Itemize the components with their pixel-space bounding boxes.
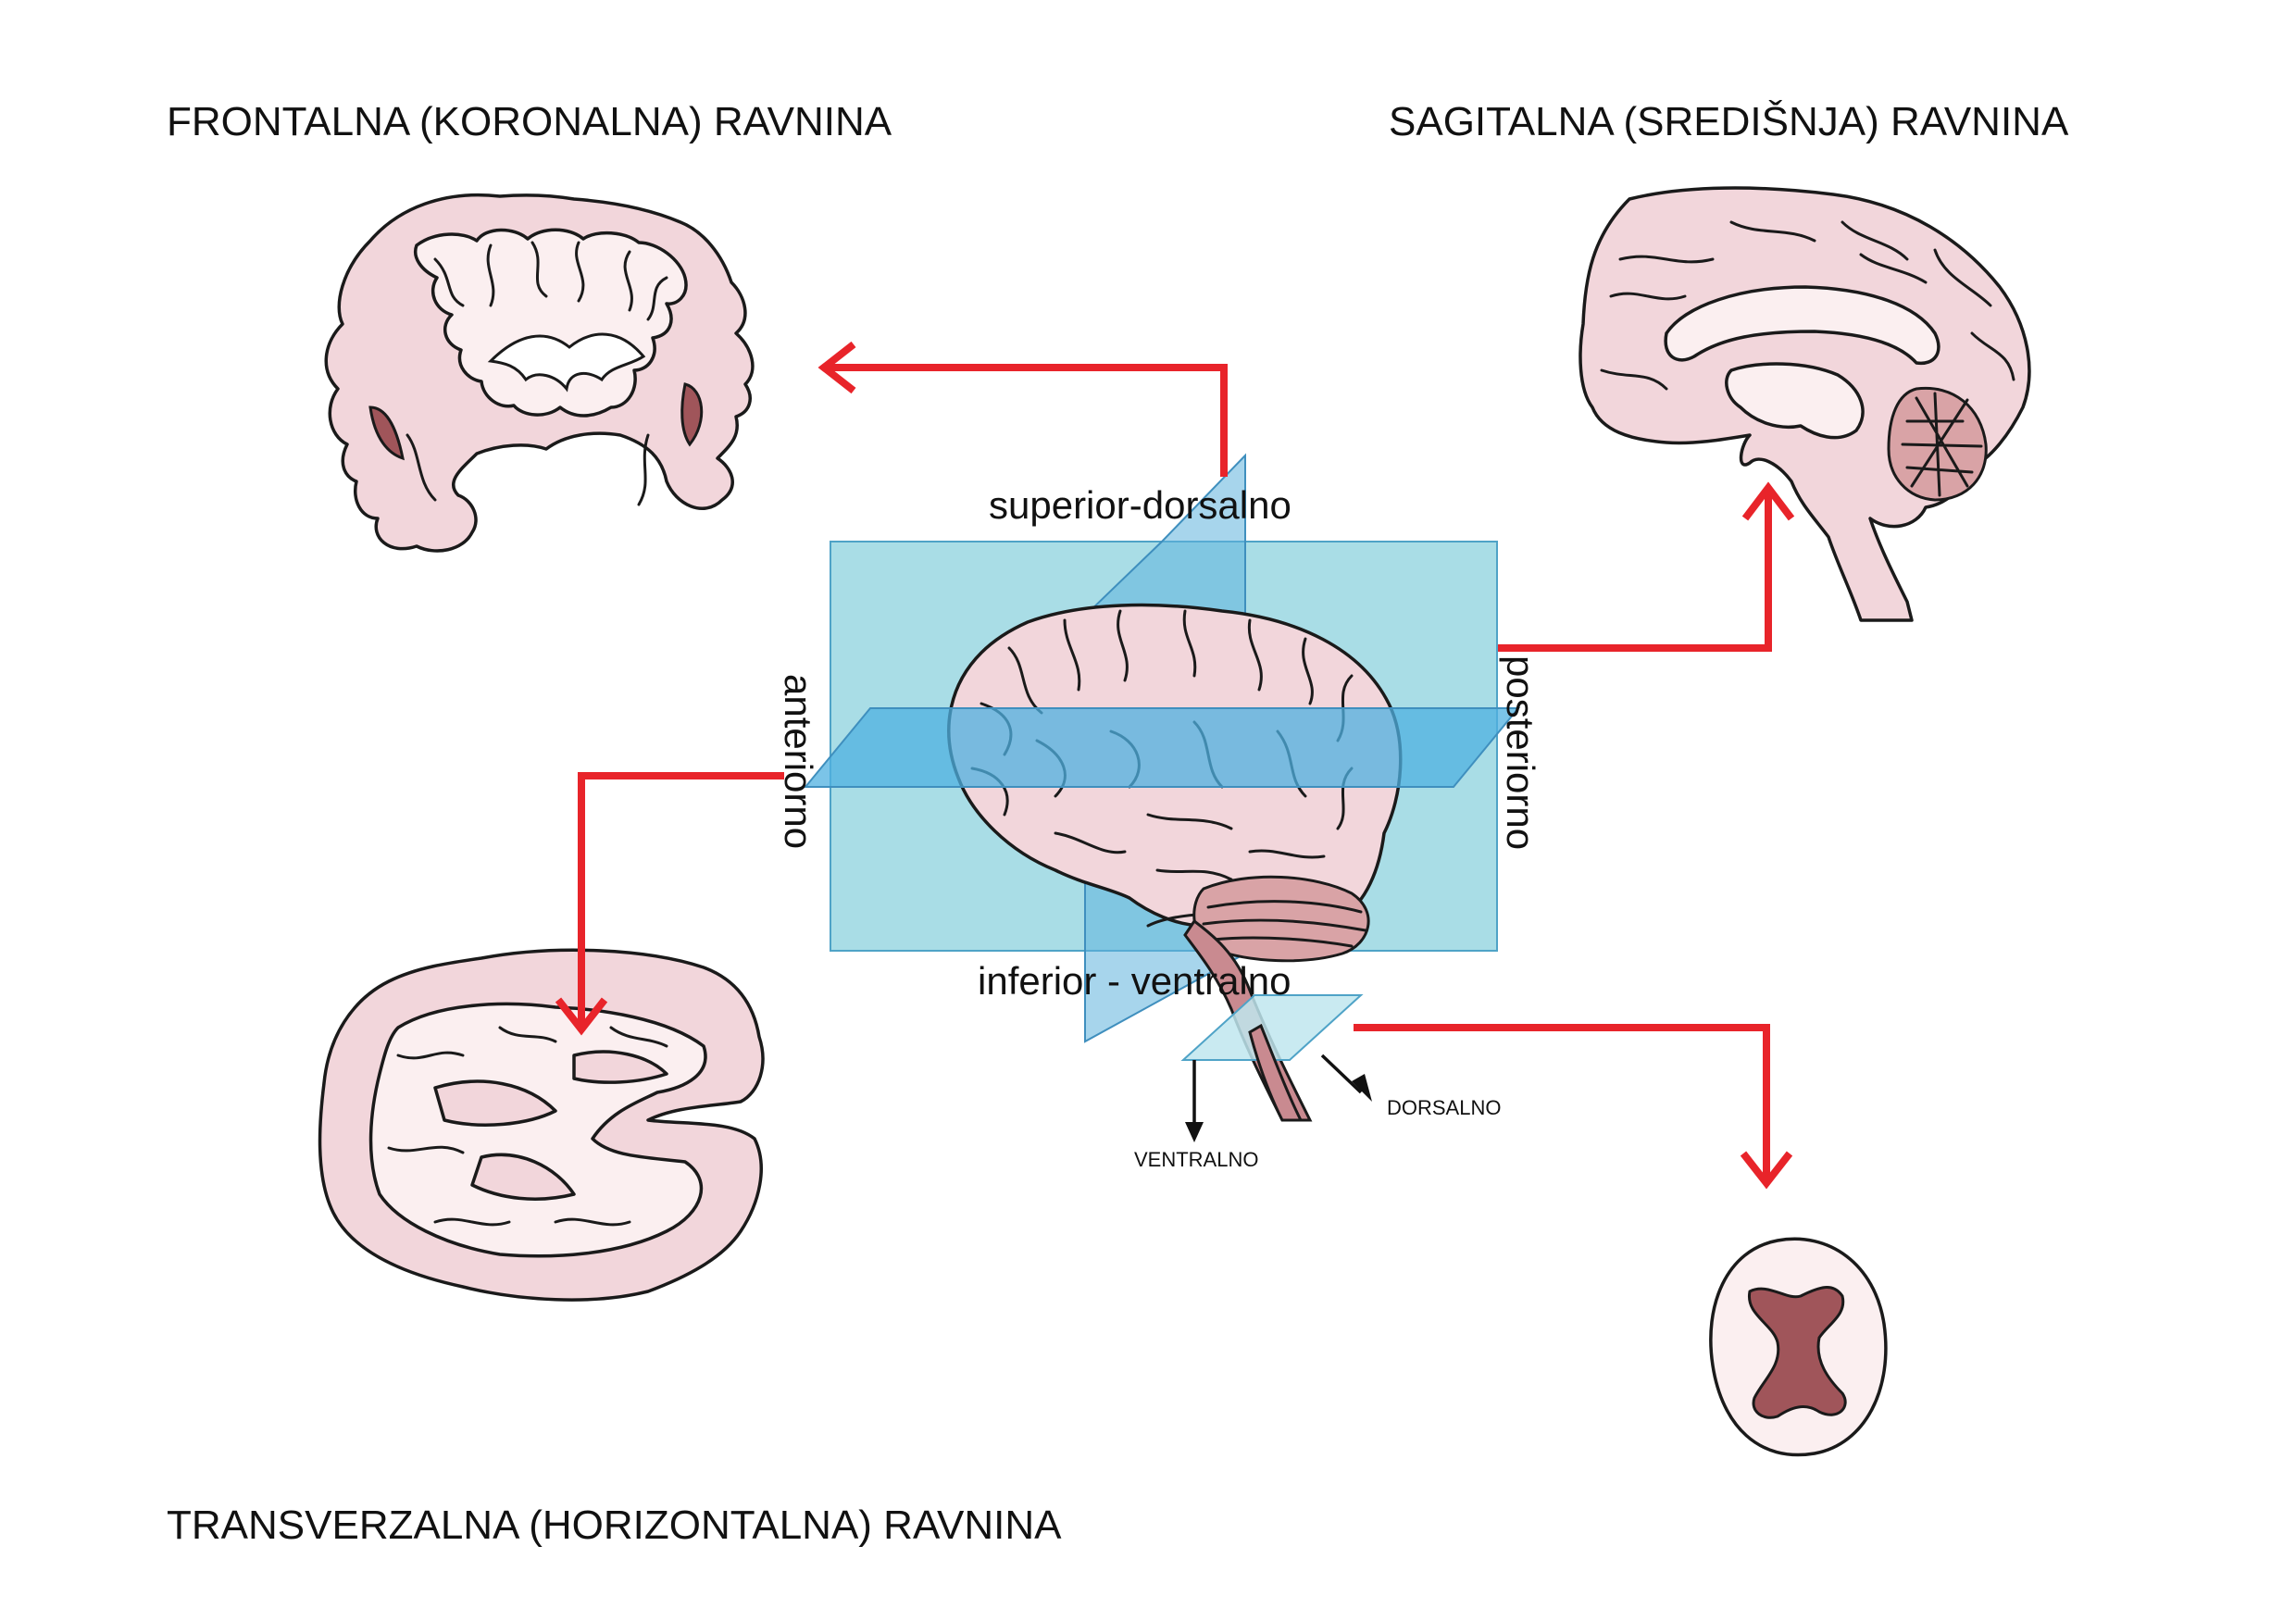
coronal-section-illustration: [324, 193, 755, 553]
arrow-to-transverse: [578, 772, 784, 1029]
horizontal-plane: [803, 707, 1521, 788]
spinal-direction-arrows: [1185, 1054, 1372, 1142]
arrow-to-spinal: [1354, 1024, 1770, 1183]
transverse-section-illustration: [318, 948, 765, 1302]
ventral-label: VENTRALNO: [1134, 1148, 1258, 1171]
superior-label: superior-dorsalno: [989, 483, 1292, 527]
central-planes-illustration: [803, 453, 1521, 1122]
ventral-arrow-head: [1185, 1122, 1204, 1142]
dorsal-arrow-head: [1352, 1074, 1372, 1102]
arrow-to-coronal: [824, 364, 1228, 477]
sagittal-section-illustration: [1578, 186, 2031, 622]
arrow-to-sagittal-head: [1741, 481, 1795, 521]
red-arrows: [555, 341, 1795, 1190]
posterior-label: posteriorno: [1499, 655, 1542, 850]
arrow-to-coronal-head: [817, 341, 856, 394]
sagittal-plane-title: SAGITALNA (SREDIŠNJA) RAVNINA: [1389, 98, 2069, 144]
inferior-label: inferior - ventralno: [978, 959, 1291, 1003]
arrow-to-sagittal: [1498, 488, 1772, 652]
arrow-to-transverse-head: [555, 997, 608, 1036]
anterior-label: anteriorno: [777, 674, 820, 849]
arrow-to-spinal-head: [1740, 1151, 1793, 1190]
transverse-plane-title: TRANSVERZALNA (HORIZONTALNA) RAVNINA: [167, 1503, 1062, 1548]
spinal-cord-section-illustration: [1709, 1237, 1888, 1457]
dorsal-arrow: [1320, 1054, 1363, 1094]
dorsal-label: DORSALNO: [1387, 1096, 1501, 1119]
frontal-plane-title: FRONTALNA (KORONALNA) RAVNINA: [167, 99, 892, 144]
spinal-horizontal-plane: [1180, 994, 1364, 1061]
